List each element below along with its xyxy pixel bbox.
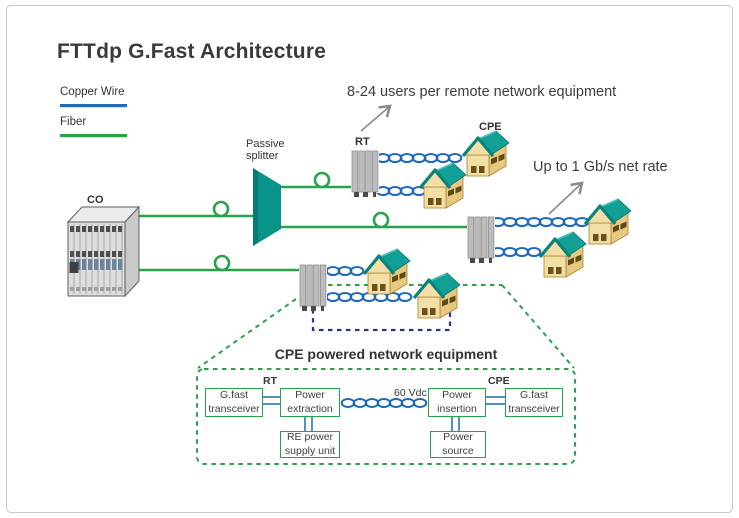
cpe-label: CPE	[479, 121, 502, 133]
copper-pair-detail	[340, 398, 428, 408]
passive-splitter-label: Passive splitter	[246, 138, 285, 163]
fiber-lines	[137, 185, 470, 272]
power-loop-dashed	[311, 306, 452, 332]
house-cpe-6	[412, 271, 462, 320]
box-gfast-transceiver-left: G.fast transceiver	[205, 388, 263, 417]
house-cpe-5	[362, 247, 412, 296]
co-label: CO	[87, 194, 104, 206]
copper-pair-rt3-upper	[325, 265, 365, 277]
fiber-loops	[212, 171, 390, 272]
detail-connectors	[263, 396, 505, 431]
box-gfast-transceiver-right: G.fast transceiver	[505, 388, 563, 417]
remote-terminal-2	[466, 215, 496, 264]
remote-terminal-3	[298, 263, 328, 312]
copper-pair-rt1-lower	[375, 185, 427, 197]
box-power-extraction: Power extraction	[280, 388, 340, 417]
copper-pair-rt2-upper	[490, 216, 590, 228]
remote-terminal-1	[350, 149, 380, 198]
callout-dashed-lines	[197, 284, 575, 369]
co-building	[66, 205, 141, 298]
box-power-source: Power source	[430, 431, 486, 458]
passive-splitter-shape	[253, 168, 281, 246]
house-cpe-4	[538, 230, 588, 279]
detail-voltage-label: 60 Vdc	[394, 387, 427, 399]
fiber-loop-3	[313, 171, 331, 189]
callout-right-line	[501, 284, 575, 369]
page-title: FTTdp G.Fast Architecture	[57, 40, 327, 63]
rt-label: RT	[355, 136, 370, 148]
fiber-loop-2	[213, 254, 231, 272]
arrow-rate-note	[548, 181, 584, 215]
box-power-insertion: Power insertion	[428, 388, 486, 417]
legend-copper-line	[60, 104, 127, 108]
rate-annotation: Up to 1 Gb/s net rate	[533, 159, 668, 175]
legend-fiber-line	[60, 134, 127, 138]
copper-pair-rt2-lower	[490, 246, 542, 258]
house-cpe-2	[418, 161, 468, 210]
detail-title: CPE powered network equipment	[274, 346, 498, 362]
legend-copper-label: Copper Wire	[60, 86, 125, 98]
callout-left-line	[197, 298, 297, 369]
house-cpe-1	[461, 129, 511, 178]
detail-dashed-box	[196, 368, 576, 465]
co-panel-notch	[69, 262, 79, 273]
detail-rt-label: RT	[263, 375, 277, 387]
fiber-loop-1	[212, 200, 230, 218]
legend-fiber-label: Fiber	[60, 116, 87, 128]
users-annotation: 8-24 users per remote network equipment	[347, 84, 617, 100]
legend-swatches	[60, 104, 127, 138]
box-re-power-supply: RE power supply unit	[280, 431, 340, 458]
arrow-users-note	[360, 104, 392, 132]
detail-cpe-label: CPE	[488, 375, 510, 387]
copper-pair-rt1-upper	[375, 152, 463, 164]
fiber-loop-4	[372, 211, 390, 229]
house-cpe-3	[583, 197, 633, 246]
